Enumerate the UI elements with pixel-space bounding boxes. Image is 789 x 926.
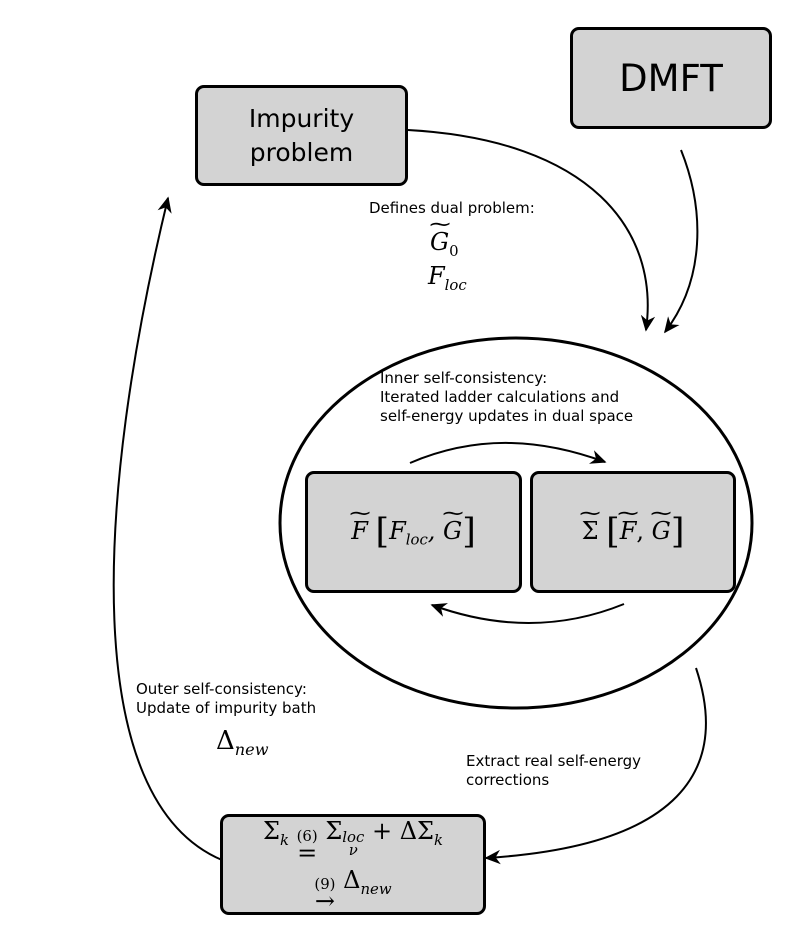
floc-symbol: F [428,262,445,290]
inner-line2: Iterated ladder calculations and [380,388,620,406]
f-open-bracket: [ [375,512,390,552]
eq9-ref: (9) [314,874,336,893]
outer-delta: Δ [216,726,235,756]
delta-sigma-k-sub: k [434,831,444,850]
delta-sigma-k: + ΔΣ [371,817,435,846]
sigma-k: Σ [262,817,280,846]
extract-line2: corrections [466,771,550,789]
eq6-relation: (6)= [296,826,318,867]
outer-self-consistency-text: Outer self-consistency: Update of impuri… [136,680,316,718]
dual-self-energy-box: Σ [F, G] [530,471,736,593]
sigma-k-sub: k [279,831,289,850]
arrow-inner-sigma-to-f [430,603,625,624]
eq6-sign: = [297,838,318,867]
g0-symbol: G [430,228,449,256]
extract-corrections-text: Extract real self-energy corrections [466,752,641,790]
dual-vertex-formula: F [Floc, G] [351,512,476,552]
f-tilde-symbol: F [351,517,368,545]
sigma-loc-sup: loc [342,828,365,847]
inner-line3: self-energy updates in dual space [380,407,634,425]
dual-floc-formula: Floc [428,262,467,294]
f-arg2: G [443,517,462,545]
f-arg1-sub: loc [405,530,428,549]
sigma-close-bracket: ] [670,512,685,552]
outer-delta-formula: Δnew [216,726,268,759]
sigma-arg2: G [652,517,671,545]
dual-g0-formula: G0 [430,228,459,260]
arrow-extract-corrections [484,667,707,865]
inner-self-consistency-text: Inner self-consistency: Iterated ladder … [380,369,633,426]
g0-subscript: 0 [449,241,459,260]
delta-new: Δ [343,865,361,894]
inner-loop-ellipse [278,336,754,710]
extract-line1: Extract real self-energy [466,752,642,770]
impurity-label-line2: problem [249,137,354,167]
sigma-loc-sub: ν [348,840,358,859]
arrow-impurity-to-dual [407,129,656,332]
arrow-inner-f-to-sigma [409,441,607,464]
delta-new-sub: new [360,879,392,898]
f-arg1: F [389,516,406,545]
impurity-problem-box: Impurity problem [195,85,408,186]
lattice-formula-row2: (9)→ Δnew [314,865,391,913]
sigma-arg1: F [620,517,637,545]
sigma-tilde-symbol: Σ [582,517,599,545]
arrow-outer-update [112,196,223,861]
floc-subscript: loc [444,275,467,294]
sigma-loc: Σ [325,817,343,846]
impurity-label-line1: Impurity [248,103,355,133]
outer-line2: Update of impurity bath [136,699,317,717]
outer-delta-sub: new [234,740,269,760]
inner-line1: Inner self-consistency: [380,369,548,387]
dual-problem-label: Defines dual problem: [369,199,535,217]
eq6-ref: (6) [296,826,318,845]
dual-vertex-box: F [Floc, G] [305,471,522,593]
eq9-relation: (9)→ [314,874,336,916]
outer-line1: Outer self-consistency: [136,680,307,698]
dmft-label: DMFT [619,56,723,100]
dual-self-energy-formula: Σ [F, G] [582,512,685,552]
dmft-box: DMFT [570,27,772,129]
arrow-dmft-to-dual [664,149,699,334]
eq9-arrow: → [314,887,335,916]
